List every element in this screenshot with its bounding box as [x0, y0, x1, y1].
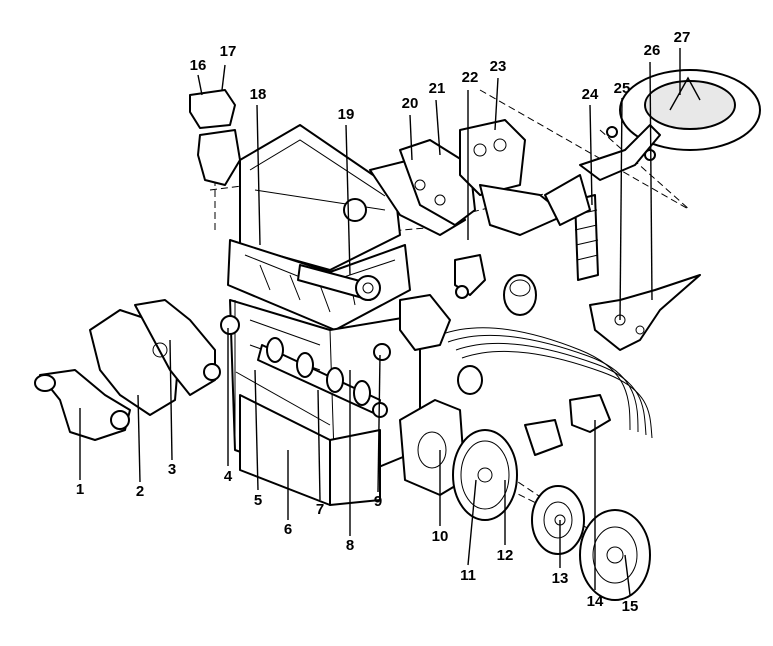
thermostat-housing: [454, 254, 486, 299]
callout-16: 16: [190, 57, 207, 74]
water-pump-assembly: [34, 299, 221, 441]
callout-24: 24: [582, 86, 599, 103]
callout-12: 12: [497, 547, 514, 564]
callout-13: 13: [552, 570, 569, 587]
air-cleaner: [579, 69, 761, 181]
cylinder-head: [227, 124, 411, 331]
callout-27: 27: [674, 29, 691, 46]
callout-25: 25: [614, 80, 631, 97]
pressure-plate: [579, 509, 651, 601]
callout-8: 8: [346, 537, 354, 554]
callout-15: 15: [622, 598, 639, 615]
leader-lines: [79, 48, 681, 596]
callout-2: 2: [136, 483, 144, 500]
callout-17: 17: [220, 43, 237, 60]
ignition-system: [399, 294, 653, 456]
callout-11: 11: [460, 567, 476, 584]
callout-7: 7: [316, 501, 324, 518]
camshaft: [297, 264, 381, 301]
callout-5: 5: [254, 492, 262, 509]
callout-21: 21: [429, 80, 446, 97]
callout-10: 10: [432, 528, 449, 545]
callout-14: 14: [587, 593, 604, 610]
callout-26: 26: [644, 42, 661, 59]
callout-4: 4: [224, 468, 233, 485]
carburetor: [459, 119, 566, 236]
callout-labels: 1 2 3 4 5 6 7 8 9 10 11 12 13 14 15 16 1…: [76, 29, 691, 615]
engine-mount-upper: [189, 89, 241, 186]
callout-19: 19: [338, 106, 355, 123]
callout-20: 20: [402, 95, 419, 112]
intake-hose: [544, 174, 599, 281]
callout-3: 3: [168, 461, 176, 478]
callout-22: 22: [462, 69, 479, 86]
callout-18: 18: [250, 86, 267, 103]
callout-6: 6: [284, 521, 292, 538]
flywheel: [452, 429, 518, 521]
callout-1: 1: [76, 481, 84, 498]
callout-23: 23: [490, 58, 507, 75]
clutch-disc: [531, 485, 585, 555]
intake-manifold: [369, 139, 476, 236]
oil-pan: [235, 371, 381, 506]
callout-9: 9: [374, 493, 382, 510]
air-cleaner-bracket: [589, 274, 701, 351]
oil-filter: [503, 274, 537, 316]
